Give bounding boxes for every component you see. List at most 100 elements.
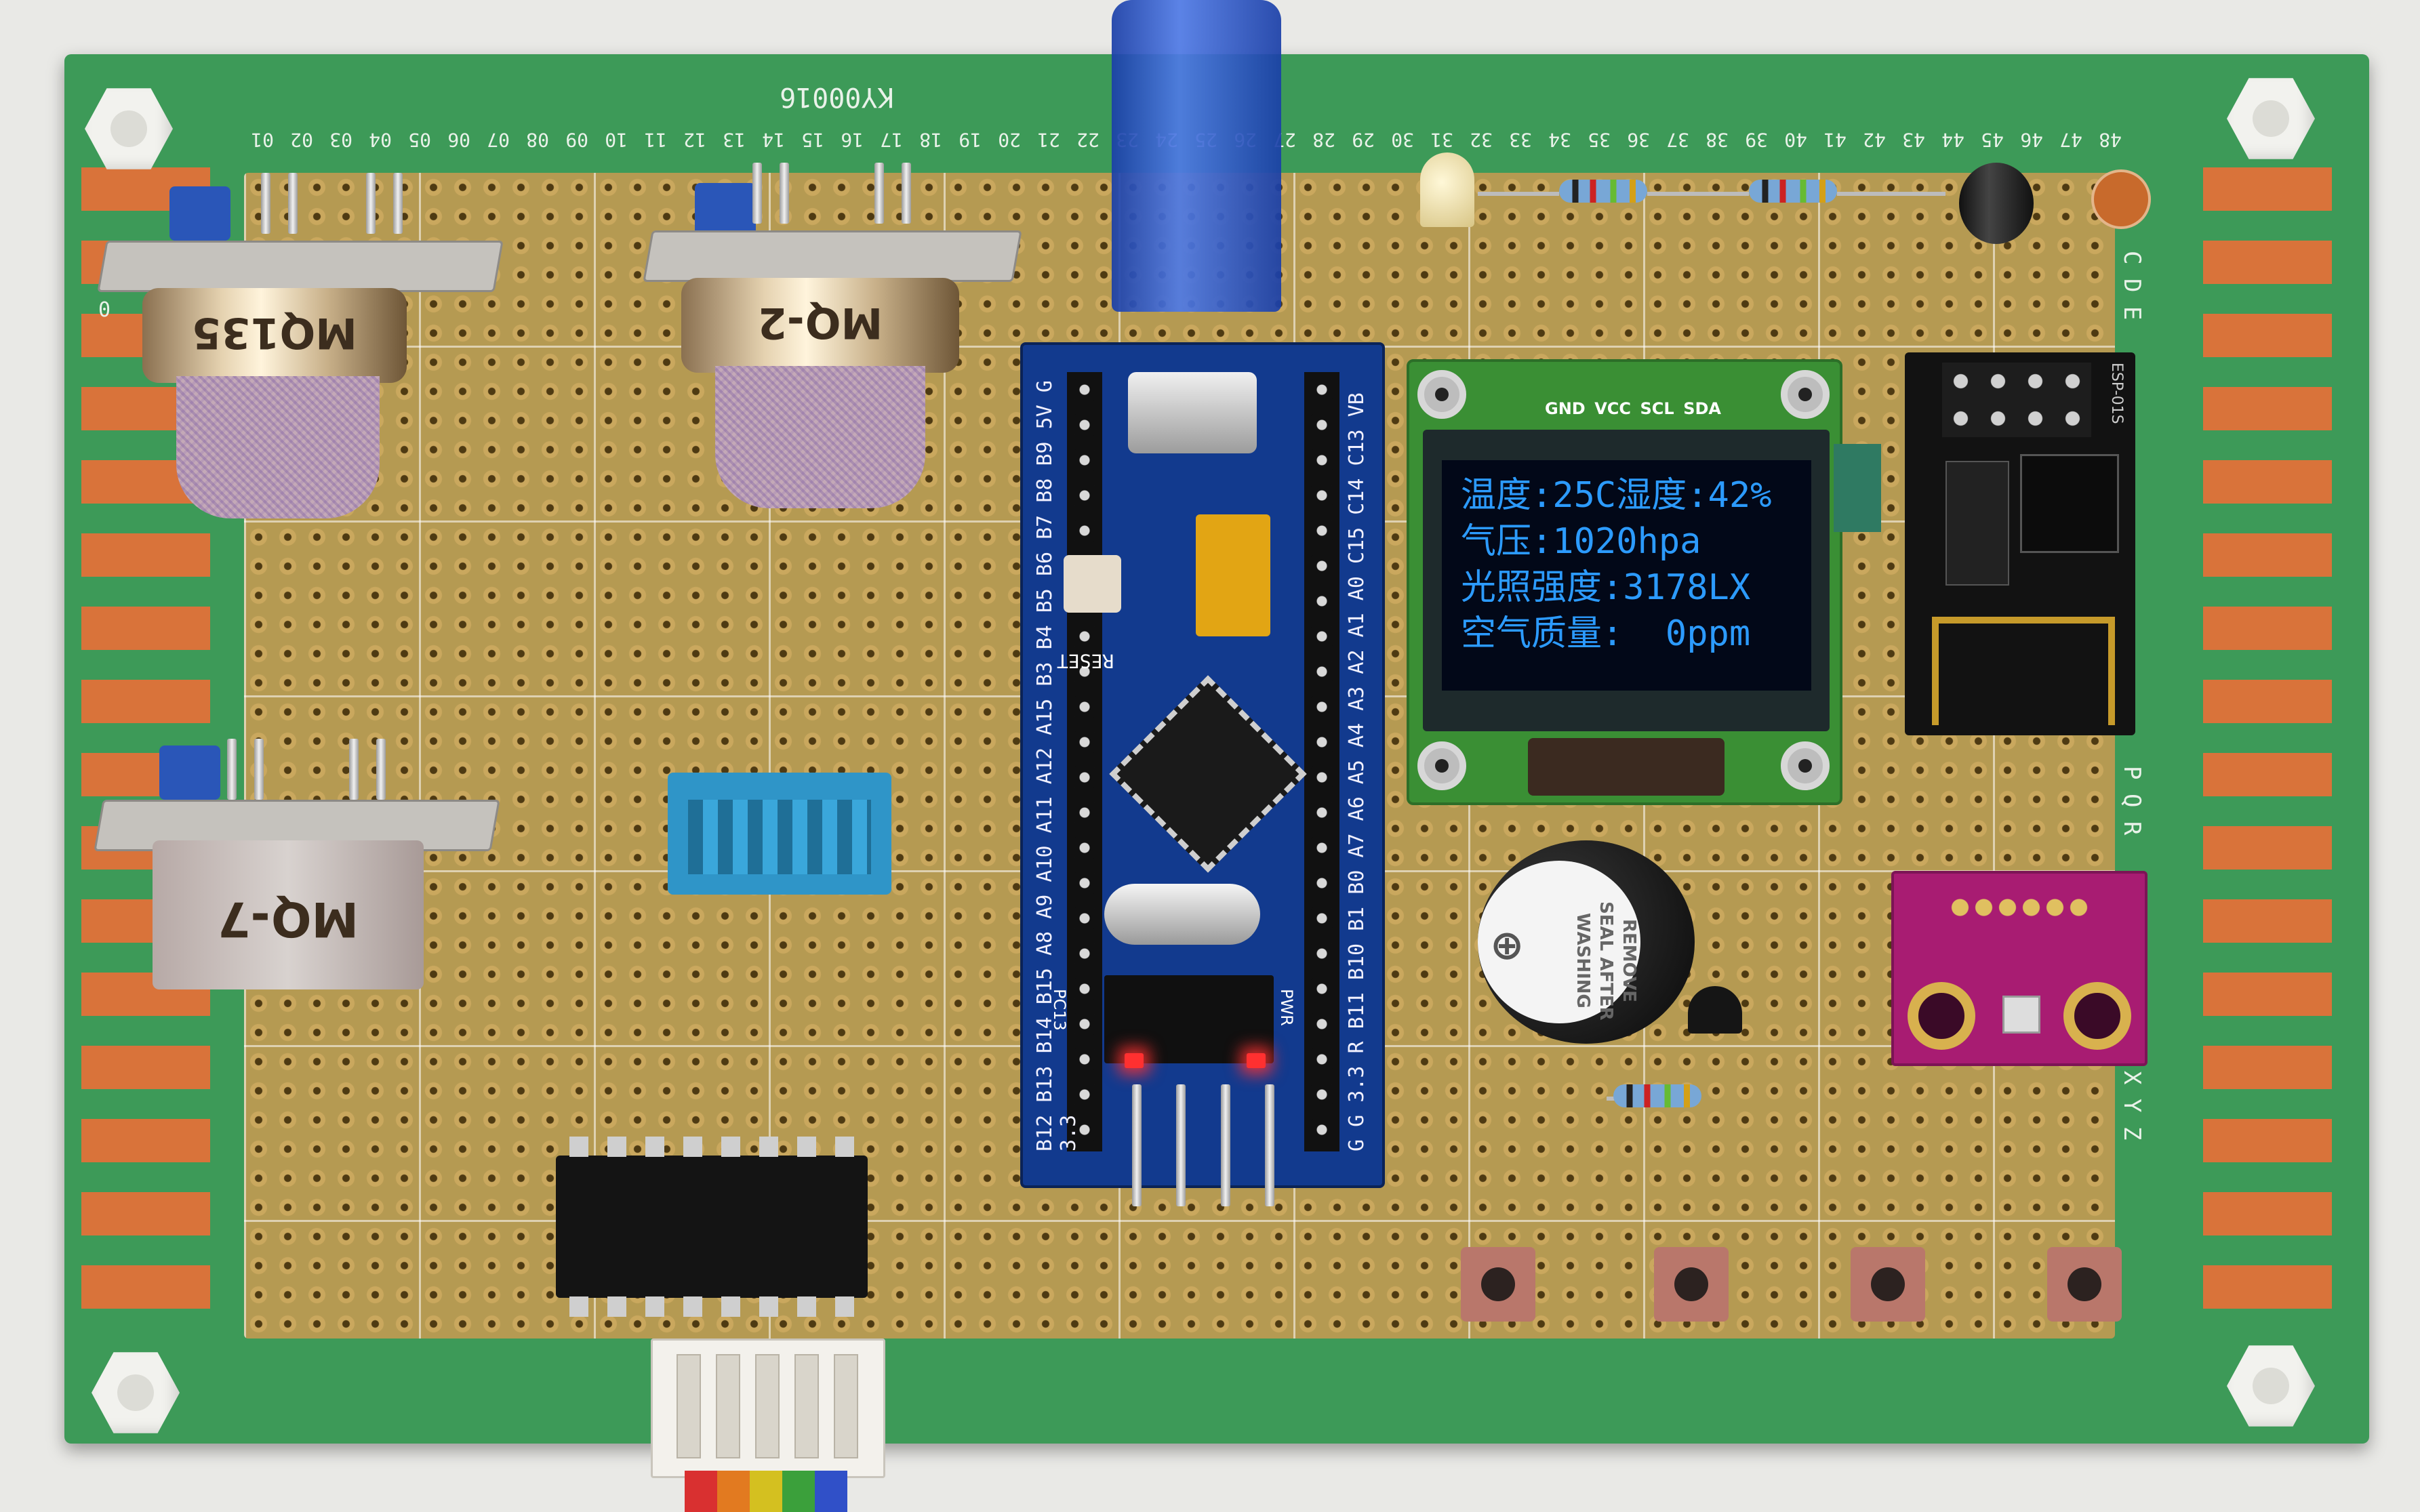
- ic-pin: [645, 1296, 664, 1317]
- column-number: 44: [1941, 129, 1964, 151]
- ic-pin: [759, 1296, 778, 1317]
- voltage-regulator: [1104, 975, 1274, 1063]
- bmp-pin-pads: [1948, 887, 2091, 928]
- column-number: 37: [1666, 129, 1689, 151]
- oled-flex-cable: [1528, 738, 1725, 796]
- mq135-label: MQ135: [192, 308, 357, 358]
- column-number: 21: [1037, 129, 1060, 151]
- ic-pin: [645, 1137, 664, 1157]
- ic-pin: [569, 1296, 588, 1317]
- oled-pin-label: SCL: [1640, 399, 1674, 418]
- buzzer-label-line: REMOVE: [1619, 919, 1639, 1002]
- column-number: 02: [290, 129, 313, 151]
- push-button-1[interactable]: [1461, 1247, 1535, 1322]
- oled-line-temperature-humidity: 温度:25C湿度:42%: [1461, 475, 1772, 516]
- ic-pin: [721, 1296, 740, 1317]
- buzzer-label-line: AFTER: [1596, 956, 1616, 1021]
- swd-header: [1132, 1084, 1274, 1206]
- mq135-sensor-module: MQ135: [95, 173, 515, 525]
- oled-screen: 温度:25C湿度:42% 气压:1020hpa 光照强度:3178LX 空气质量…: [1442, 460, 1811, 691]
- push-button-3[interactable]: [1851, 1247, 1925, 1322]
- oled-ribbon: [1834, 444, 1881, 532]
- ic-pin: [607, 1137, 626, 1157]
- resistor: [1613, 1084, 1701, 1107]
- ic-pin: [607, 1296, 626, 1317]
- column-number: 16: [841, 129, 864, 151]
- column-number: 07: [487, 129, 510, 151]
- column-number: 35: [1588, 129, 1611, 151]
- push-button-2[interactable]: [1654, 1247, 1729, 1322]
- column-number: 10: [605, 129, 628, 151]
- right-pin-labels: G G 3.3 R B11 B10 B1 B0 A7 A6 A5 A4 A3 A…: [1345, 392, 1369, 1151]
- pc13-label: PC13: [1050, 989, 1069, 1031]
- column-number: 40: [1784, 129, 1807, 151]
- pwr-label: PWR: [1277, 989, 1296, 1026]
- ic-pin: [721, 1137, 740, 1157]
- oled-pin-label: GND: [1545, 399, 1586, 418]
- column-number: 18: [919, 129, 942, 151]
- bmp280-pressure-module: [1891, 871, 2147, 1066]
- column-number: 08: [526, 129, 549, 151]
- pressure-sensor-chip: [2002, 996, 2040, 1034]
- ic-pin: [569, 1137, 588, 1157]
- buzzer-label-line: SEAL: [1596, 901, 1616, 951]
- boot-jumper[interactable]: [1196, 514, 1270, 636]
- column-number: 33: [1509, 129, 1532, 151]
- column-number: 04: [369, 129, 392, 151]
- flash-chip: [1945, 461, 2009, 586]
- right-letters-bottom: X Y Z: [2118, 1071, 2145, 1141]
- standoff-bottom-right: [2227, 1345, 2315, 1427]
- resistor: [1559, 180, 1647, 203]
- usb-cable: [1112, 0, 1281, 312]
- column-number: 48: [2099, 129, 2122, 151]
- ribbon-wires: [685, 1471, 847, 1512]
- column-number: 05: [408, 129, 431, 151]
- ic-pin: [683, 1296, 702, 1317]
- left-pin-labels: B12 B13 B14 B15 A8 A9 A10 A11 A12 A15 B3…: [1033, 380, 1081, 1151]
- ic-pin: [835, 1296, 854, 1317]
- jst-xh-connector: [651, 1339, 885, 1478]
- oled-line-light: 光照强度:3178LX: [1461, 567, 1751, 608]
- ic-pin: [759, 1137, 778, 1157]
- column-number: 14: [762, 129, 785, 151]
- connector-slot: [755, 1354, 780, 1458]
- column-number: 43: [1902, 129, 1925, 151]
- dht11-sensor: [668, 773, 891, 895]
- push-button-4[interactable]: [2047, 1247, 2122, 1322]
- column-number: 46: [2020, 129, 2043, 151]
- connector-slot: [794, 1354, 819, 1458]
- left-pin-header: [1067, 372, 1102, 1151]
- reset-label: RESET: [1057, 650, 1114, 672]
- column-number: 42: [1863, 129, 1886, 151]
- ic-pin: [797, 1137, 816, 1157]
- right-pin-header: [1304, 372, 1339, 1151]
- column-number: 38: [1706, 129, 1729, 151]
- column-number: 39: [1745, 129, 1768, 151]
- micro-usb-port[interactable]: [1128, 372, 1257, 453]
- potentiometer-icon: [169, 186, 230, 241]
- column-number: 29: [1352, 129, 1375, 151]
- buzzer-label-line: WASHING: [1573, 913, 1593, 1008]
- column-number: 17: [880, 129, 903, 151]
- oled-pin-label: VCC: [1594, 399, 1632, 418]
- pc13-led-icon: [1125, 1053, 1144, 1068]
- transistor: [1688, 986, 1742, 1034]
- oled-glass: 温度:25C湿度:42% 气压:1020hpa 光照强度:3178LX 空气质量…: [1423, 430, 1830, 731]
- ic-pin: [683, 1137, 702, 1157]
- reset-button[interactable]: [1064, 555, 1121, 613]
- ldr-photoresistor: [2091, 169, 2151, 229]
- column-number: 01: [251, 129, 274, 151]
- white-led: [1420, 152, 1474, 227]
- mq7-label: MQ-7: [217, 891, 359, 947]
- potentiometer-icon: [159, 745, 220, 800]
- column-number: 36: [1627, 129, 1650, 151]
- column-number: 03: [329, 129, 352, 151]
- esp01s-wifi-module: ESP-01S: [1905, 352, 2135, 735]
- board-silk-id: KY00016: [780, 81, 894, 113]
- crystal-oscillator: [1104, 884, 1260, 945]
- column-number: 28: [1312, 129, 1335, 151]
- buzzer-seal-label: REMOVE SEAL AFTER WASHING ⊕: [1478, 861, 1640, 1023]
- resistor: [1749, 180, 1837, 203]
